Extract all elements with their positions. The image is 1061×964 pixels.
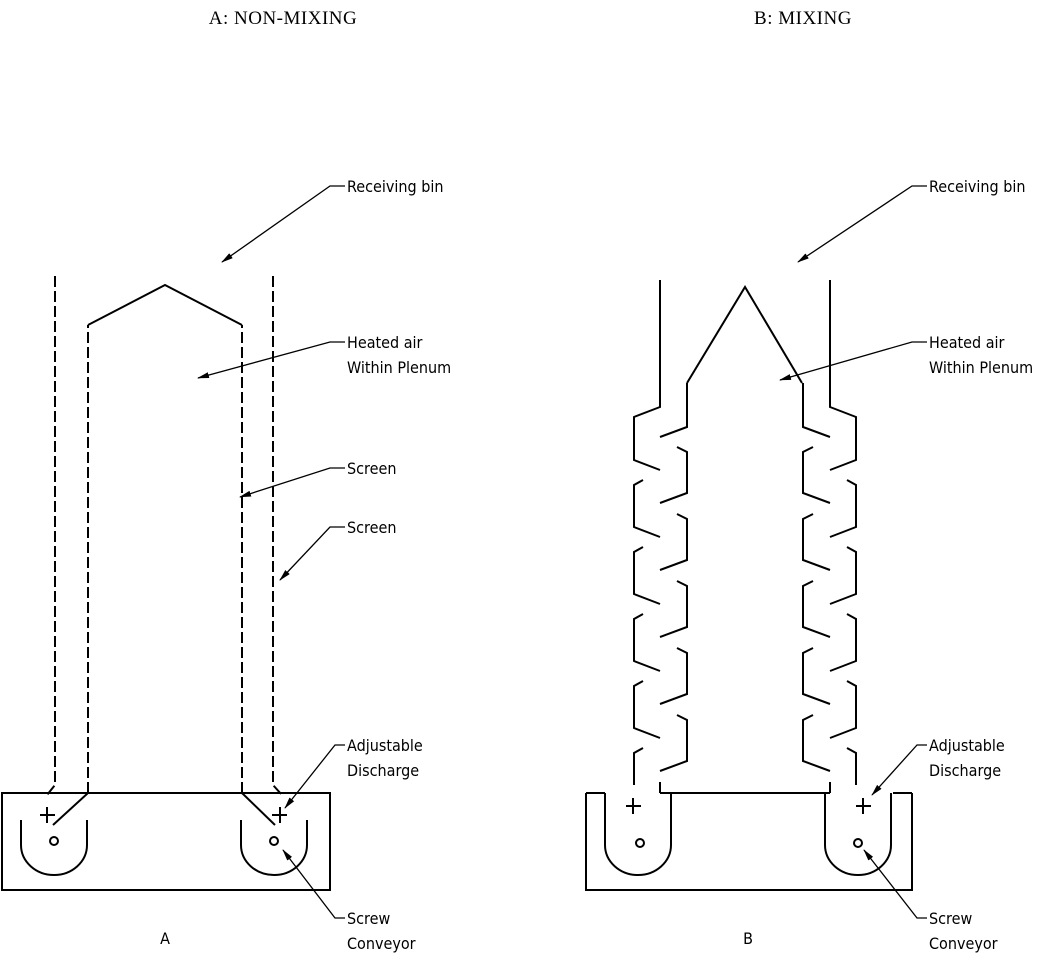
outer-screen-right bbox=[272, 276, 283, 796]
inner-baffle bbox=[802, 580, 831, 638]
label-heated-air-a: Heated air bbox=[347, 333, 423, 352]
mixing-dryer bbox=[585, 280, 913, 891]
screw-shaft-right bbox=[269, 836, 279, 846]
label-discharge-a: Discharge bbox=[347, 761, 419, 780]
plenum-roof bbox=[686, 285, 803, 384]
inner-baffle bbox=[802, 513, 831, 571]
label-plenum-b: Within Plenum bbox=[929, 358, 1033, 377]
leader-inner-screen-a bbox=[239, 467, 345, 498]
outer-screen-left bbox=[46, 276, 56, 796]
outer-baffle bbox=[829, 546, 857, 605]
label-heated-air-b: Heated air bbox=[929, 333, 1005, 352]
leader-receiving-bin-b bbox=[797, 185, 927, 263]
plenum-roof bbox=[87, 283, 243, 326]
trough-left bbox=[604, 793, 672, 876]
screw-shaft-left bbox=[635, 838, 645, 848]
non-mixing-dryer bbox=[1, 276, 331, 891]
leader-discharge-b bbox=[871, 744, 927, 796]
outer-baffle bbox=[633, 479, 661, 538]
inner-baffle bbox=[802, 647, 831, 705]
leader-screw-b bbox=[863, 849, 927, 919]
label-screen-inner-a: Screen bbox=[347, 459, 396, 478]
panel-label-a: A bbox=[160, 929, 170, 948]
outer-baffle bbox=[633, 546, 661, 605]
conveyor-housing bbox=[585, 792, 913, 891]
leader-receiving-bin-a bbox=[221, 185, 345, 263]
panel-label-b: B bbox=[743, 929, 753, 948]
label-receiving-bin-a: Receiving bin bbox=[347, 177, 444, 196]
trough-left bbox=[20, 820, 88, 876]
leader-screw-a bbox=[282, 849, 345, 919]
inner-baffle bbox=[802, 383, 831, 438]
label-conveyor-a: Conveyor bbox=[347, 934, 416, 953]
adjustment-point-right bbox=[272, 807, 287, 823]
outer-baffle bbox=[846, 747, 857, 785]
conveyor-housing bbox=[1, 792, 331, 891]
inner-baffle bbox=[659, 647, 688, 705]
title-non-mixing: A: NON-MIXING bbox=[209, 8, 357, 29]
leader-heated-air-b bbox=[779, 341, 927, 381]
title-mixing: B: MIXING bbox=[754, 8, 852, 29]
outer-baffle bbox=[829, 280, 857, 471]
inner-baffle bbox=[659, 714, 688, 772]
label-conveyor-b: Conveyor bbox=[929, 934, 998, 953]
outer-baffle bbox=[829, 680, 857, 739]
outer-baffle bbox=[829, 479, 857, 538]
inner-baffle bbox=[802, 446, 831, 504]
outer-baffle bbox=[829, 613, 857, 672]
label-adjustable-a: Adjustable bbox=[347, 736, 423, 755]
label-screen-outer-a: Screen bbox=[347, 518, 396, 537]
outer-baffle bbox=[633, 747, 644, 785]
zigzag-wall-left bbox=[633, 280, 688, 793]
adjustment-point-right bbox=[856, 798, 871, 814]
inner-baffle bbox=[659, 383, 688, 438]
zigzag-wall-right bbox=[802, 280, 857, 793]
adjustment-point-left bbox=[40, 807, 55, 823]
screw-shaft-left bbox=[49, 836, 59, 846]
trough-right bbox=[824, 793, 892, 876]
leader-heated-air-a bbox=[197, 341, 345, 379]
inner-baffle bbox=[659, 513, 688, 571]
label-screw-a: Screw bbox=[347, 909, 390, 928]
inner-baffle bbox=[659, 580, 688, 638]
outer-baffle bbox=[633, 613, 661, 672]
label-receiving-bin-b: Receiving bin bbox=[929, 177, 1026, 196]
discharge-left bbox=[52, 792, 89, 826]
label-plenum-a: Within Plenum bbox=[347, 358, 451, 377]
leader-discharge-a bbox=[284, 744, 345, 809]
inner-baffle bbox=[659, 446, 688, 504]
adjustment-point-left bbox=[626, 798, 641, 814]
inner-baffle bbox=[802, 714, 831, 772]
outer-baffle bbox=[633, 680, 661, 739]
discharge-right bbox=[241, 792, 276, 826]
trough-right bbox=[240, 820, 308, 876]
leader-outer-screen-a bbox=[279, 526, 345, 581]
label-screw-b: Screw bbox=[929, 909, 972, 928]
label-discharge-b: Discharge bbox=[929, 761, 1001, 780]
label-adjustable-b: Adjustable bbox=[929, 736, 1005, 755]
screw-shaft-right bbox=[853, 838, 863, 848]
outer-baffle bbox=[633, 280, 661, 471]
